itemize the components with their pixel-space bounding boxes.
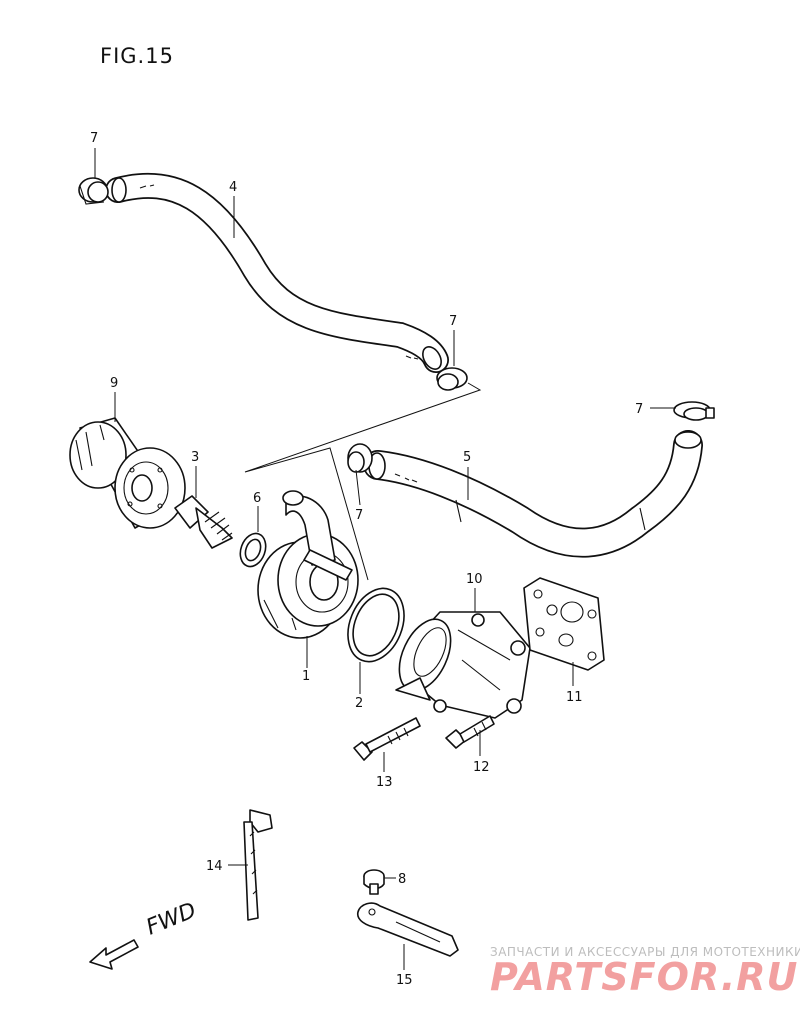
callout-8: 8 bbox=[398, 872, 406, 887]
oil-cooler-part-1[interactable] bbox=[257, 490, 359, 639]
callout-13: 13 bbox=[376, 775, 393, 790]
screw-part-8[interactable] bbox=[363, 869, 385, 895]
union-bolt-part-3[interactable] bbox=[174, 495, 233, 549]
o-ring-part-6[interactable] bbox=[236, 530, 270, 570]
hose-part-5[interactable] bbox=[363, 430, 703, 558]
cable-tie-part-14[interactable] bbox=[243, 809, 273, 921]
callout-7-hose-5: 7 bbox=[355, 508, 363, 523]
callout-7-hose-4: 7 bbox=[449, 314, 457, 329]
clamp-part-7-c[interactable] bbox=[347, 443, 373, 473]
fwd-label: FWD bbox=[143, 898, 200, 940]
leader-lines bbox=[94, 148, 676, 970]
callout-2: 2 bbox=[355, 696, 363, 711]
callout-14: 14 bbox=[206, 859, 223, 874]
oil-filter-part-9[interactable] bbox=[69, 417, 186, 529]
callout-11: 11 bbox=[566, 690, 583, 705]
gasket-ring-part-2[interactable] bbox=[338, 580, 415, 670]
hose-part-4[interactable] bbox=[105, 172, 449, 373]
bolt-part-12[interactable] bbox=[445, 715, 495, 749]
clamp-part-7-d[interactable] bbox=[673, 401, 715, 421]
clamp-part-7-b[interactable] bbox=[436, 367, 468, 391]
callout-7-top-left: 7 bbox=[90, 131, 98, 146]
callout-7-right: 7 bbox=[635, 402, 643, 417]
bracket-part-15[interactable] bbox=[356, 902, 459, 957]
callout-9: 9 bbox=[110, 376, 118, 391]
callout-1: 1 bbox=[302, 669, 310, 684]
callout-15: 15 bbox=[396, 973, 413, 988]
forward-direction-arrow bbox=[89, 939, 139, 970]
watermark-logo: PARTSFOR.RU bbox=[490, 955, 798, 999]
figure-title: FIG.15 bbox=[100, 44, 174, 68]
watermark-tagline: ЗАПЧАСТИ И АКСЕССУАРЫ ДЛЯ МОТОТЕХНИКИ bbox=[490, 945, 800, 959]
callout-10: 10 bbox=[466, 572, 483, 587]
clamp-part-7-a[interactable] bbox=[78, 177, 109, 205]
callout-6: 6 bbox=[253, 491, 261, 506]
bolt-part-13[interactable] bbox=[353, 717, 421, 761]
callout-12: 12 bbox=[473, 760, 490, 775]
callout-5: 5 bbox=[463, 450, 471, 465]
callout-4: 4 bbox=[229, 180, 237, 195]
cooler-housing-part-10[interactable] bbox=[389, 611, 531, 719]
gasket-plate-part-11[interactable] bbox=[523, 577, 605, 671]
callout-3: 3 bbox=[191, 450, 199, 465]
